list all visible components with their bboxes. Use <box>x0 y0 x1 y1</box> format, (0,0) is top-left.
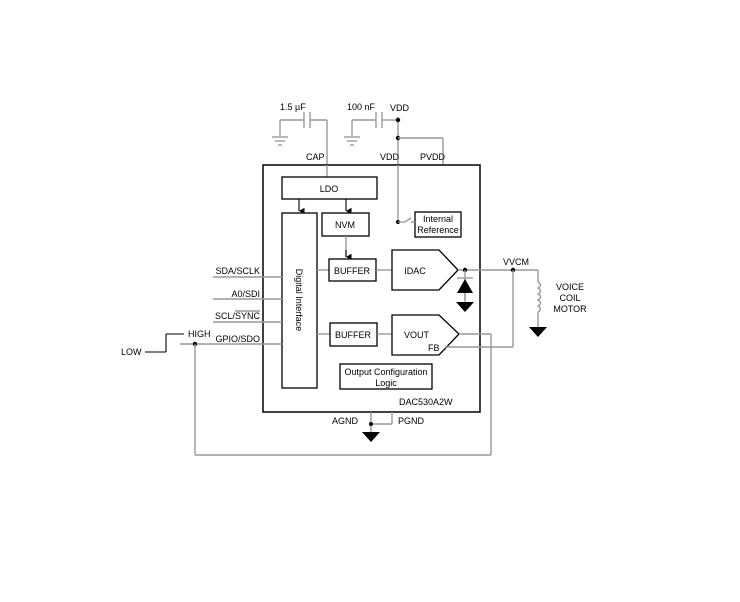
gpio-loop <box>180 333 492 456</box>
pin-agnd: AGND <box>332 416 359 426</box>
vout-block: VOUT FB <box>391 314 460 356</box>
voice-coil-motor: VOICE COIL MOTOR <box>529 270 587 337</box>
ldo-label: LDO <box>320 184 339 194</box>
vcm-label: VVCM <box>503 257 529 267</box>
ldo-capacitor: 1.5 µF <box>272 102 328 165</box>
vdd-top-label: VDD <box>390 103 410 113</box>
idac-output: VVCM <box>445 257 538 348</box>
pin-gpio-sdo: GPIO/SDO <box>215 334 260 344</box>
nvm-label: NVM <box>335 220 355 230</box>
ground-icon <box>529 327 547 337</box>
nvm-block: NVM <box>321 212 370 237</box>
ground-pins: AGND PGND <box>332 412 425 442</box>
pin-scl-sync: SCL/SYNC <box>215 311 261 321</box>
motor-label-1: VOICE <box>556 282 584 292</box>
part-number: DAC530A2W <box>399 397 453 407</box>
pin-a0-sdi: A0/SDI <box>231 289 260 299</box>
inductor-icon <box>536 281 542 313</box>
output-configuration-block: Output Configuration Logic <box>339 363 433 390</box>
pin-sda-sclk: SDA/SCLK <box>215 266 260 276</box>
output-config-line2: Logic <box>375 378 397 388</box>
ground-icon <box>456 302 474 312</box>
idac-label: IDAC <box>404 266 426 276</box>
digital-interface-block: Digital Interface <box>281 212 318 389</box>
pin-pgnd: PGND <box>398 416 425 426</box>
pin-cap: CAP <box>306 152 325 162</box>
idac-block: IDAC <box>391 249 459 291</box>
fb-label: FB <box>428 343 440 353</box>
pin-vdd: VDD <box>380 152 400 162</box>
internal-reference-line1: Internal <box>423 214 453 224</box>
low-label: LOW <box>121 347 142 357</box>
buffer-block-2: BUFFER <box>329 322 378 347</box>
vdd-capacitor: 100 nF <box>344 102 398 146</box>
ldo-block: LDO <box>281 176 378 200</box>
logic-level-waveform: LOW HIGH <box>121 329 211 357</box>
diode-icon <box>456 270 474 312</box>
buffer2-label: BUFFER <box>335 330 372 340</box>
ground-icon <box>344 120 360 146</box>
internal-reference-line2: Reference <box>417 225 459 235</box>
motor-label-3: MOTOR <box>553 304 587 314</box>
digital-pins: SDA/SCLK A0/SDI SCL/SYNC GPIO/SDO <box>213 266 282 345</box>
buffer1-label: BUFFER <box>334 266 371 276</box>
cap-ldo-value: 1.5 µF <box>280 102 306 112</box>
pin-pvdd: PVDD <box>420 152 446 162</box>
cap-vdd-value: 100 nF <box>347 102 376 112</box>
buffer-block-1: BUFFER <box>328 258 377 282</box>
ground-icon <box>362 432 380 442</box>
motor-label-2: COIL <box>559 293 580 303</box>
ground-icon <box>272 120 288 146</box>
high-label: HIGH <box>188 329 211 339</box>
internal-reference-block: Internal Reference <box>414 211 462 238</box>
output-config-line1: Output Configuration <box>344 367 427 377</box>
vout-label: VOUT <box>404 330 430 340</box>
digital-interface-label: Digital Interface <box>294 269 304 332</box>
